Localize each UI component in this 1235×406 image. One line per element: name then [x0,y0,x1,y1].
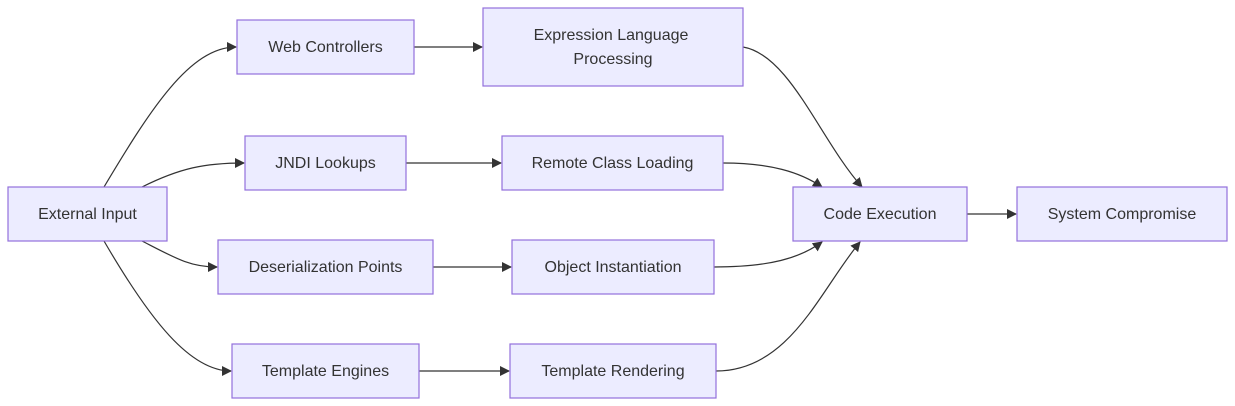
node-template-rendering-box [509,343,717,399]
edge-expression-language-to-code-execution [742,46,863,188]
node-object-instantiation-box [511,239,715,295]
node-web-controllers-label: Web Controllers [268,39,382,56]
edge-external-input-to-jndi-lookups [141,158,245,188]
node-code-execution-box [792,186,968,242]
node-template-engines: Template Engines [231,343,420,399]
node-jndi-lookups-label: JNDI Lookups [275,155,376,172]
node-template-rendering: Template Rendering [509,343,717,399]
node-expression-language-processing: Expression Language Processing [482,7,744,87]
node-code-execution-label: Code Execution [824,206,937,223]
node-object-instantiation: Object Instantiation [511,239,715,295]
node-external-input: External Input [7,186,168,242]
edge-external-input-to-deserialization-points [141,240,218,272]
edges [103,42,1017,376]
edge-remote-class-loading-to-code-execution [722,162,823,188]
node-deserialization-points: Deserialization Points [217,239,434,295]
node-jndi-lookups: JNDI Lookups [244,135,407,191]
node-template-rendering-label: Template Rendering [541,363,684,380]
node-template-engines-box [231,343,420,399]
node-deserialization-points-box [217,239,434,295]
node-jndi-lookups-box [244,135,407,191]
node-external-input-label: External Input [38,206,137,223]
node-system-compromise-label: System Compromise [1048,206,1197,223]
node-code-execution: Code Execution [792,186,968,242]
edge-external-input-to-template-engines [103,240,232,376]
edge-template-rendering-to-code-execution [715,241,861,372]
node-web-controllers-box [236,19,415,75]
node-remote-class-loading: Remote Class Loading [501,135,724,191]
edge-external-input-to-web-controllers [103,42,237,188]
node-expression-language-label-line1: Expression Language [534,27,689,44]
node-object-instantiation-label: Object Instantiation [545,259,682,276]
node-remote-class-loading-label: Remote Class Loading [532,155,694,172]
edge-object-instantiation-to-code-execution [713,241,823,268]
node-system-compromise-box [1016,186,1228,242]
node-template-engines-label: Template Engines [262,363,389,380]
node-expression-language-box [482,7,744,87]
node-web-controllers: Web Controllers [236,19,415,75]
node-deserialization-points-label: Deserialization Points [249,259,403,276]
node-external-input-box [7,186,168,242]
node-system-compromise: System Compromise [1016,186,1228,242]
node-expression-language-label-line2: Processing [573,51,652,68]
node-remote-class-loading-box [501,135,724,191]
